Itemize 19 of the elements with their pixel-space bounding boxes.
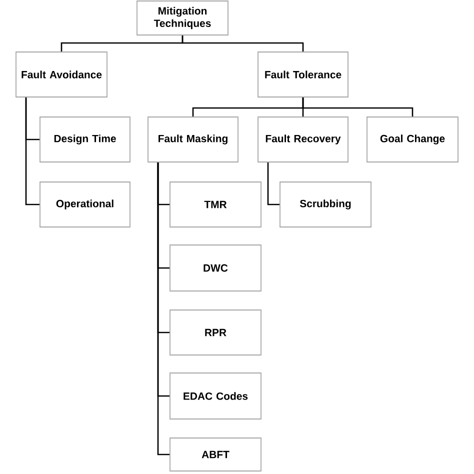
category-box: Fault Avoidance [16, 52, 108, 98]
category-box: Fault Tolerance [258, 52, 348, 98]
connector-line [182, 35, 304, 52]
category-box: Design Time [40, 116, 130, 162]
category-box: Scrubbing [280, 182, 372, 228]
connector-line [302, 97, 414, 117]
category-box: Goal Change [366, 116, 458, 162]
category-box: RPR [170, 310, 262, 356]
category-box: Mitigation Techniques [136, 0, 228, 36]
category-box: Operational [40, 182, 130, 228]
category-box: Fault Recovery [258, 116, 348, 162]
connector-line [25, 97, 40, 206]
category-box: ABFT [170, 438, 262, 472]
category-box: TMR [170, 182, 262, 228]
category-box: Fault Masking [148, 116, 238, 162]
category-box: DWC [170, 244, 262, 292]
category-box: EDAC Codes [170, 372, 262, 420]
connector-line [157, 162, 170, 456]
connector-line [267, 162, 280, 206]
